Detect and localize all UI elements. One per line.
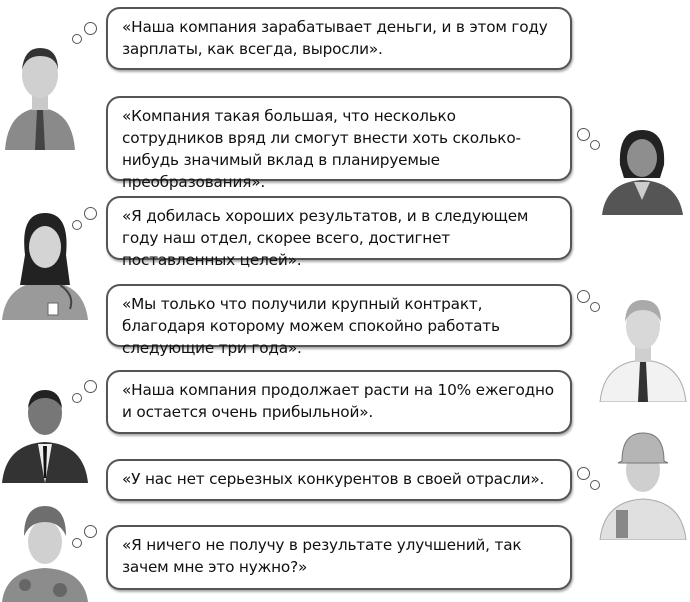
thought-bubble-5: «Наша компания продолжает расти на 10% е… — [106, 370, 572, 434]
soldier-in-camouflage-illustration — [2, 506, 88, 602]
thought-bubble-1: «Наша компания зарабатывает деньги, и в … — [106, 7, 572, 70]
thought-bubble-2: «Компания такая большая, что несколько с… — [106, 96, 572, 191]
quote-text: «Мы только что получили крупный контракт… — [122, 295, 500, 357]
woman-in-suit-illustration — [602, 130, 683, 215]
man-in-shirt-and-tie-illustration — [5, 48, 75, 150]
thought-bubble-7: «Я ничего не получу в результате улучшен… — [106, 525, 572, 590]
man-in-white-shirt-illustration — [599, 300, 687, 402]
quote-text: «У нас нет серьезных конкурентов в своей… — [122, 470, 545, 488]
quote-text: «Наша компания зарабатывает деньги, и в … — [122, 18, 548, 58]
thought-bubble-4: «Мы только что получили крупный контракт… — [106, 284, 572, 357]
quote-text: «Наша компания продолжает расти на 10% е… — [122, 381, 554, 421]
thought-bubble-3: «Я добилась хороших результатов, и в сле… — [106, 196, 572, 269]
quote-text: «Я добилась хороших результатов, и в сле… — [122, 207, 529, 269]
businessman-in-dark-suit-illustration — [2, 390, 88, 483]
construction-worker-in-hard-hat-illustration — [599, 432, 687, 540]
quote-text: «Компания такая большая, что несколько с… — [122, 107, 521, 191]
nurse-with-stethoscope-illustration — [2, 213, 88, 320]
quote-text: «Я ничего не получу в результате улучшен… — [122, 536, 522, 576]
thought-bubble-6: «У нас нет серьезных конкурентов в своей… — [106, 459, 572, 501]
